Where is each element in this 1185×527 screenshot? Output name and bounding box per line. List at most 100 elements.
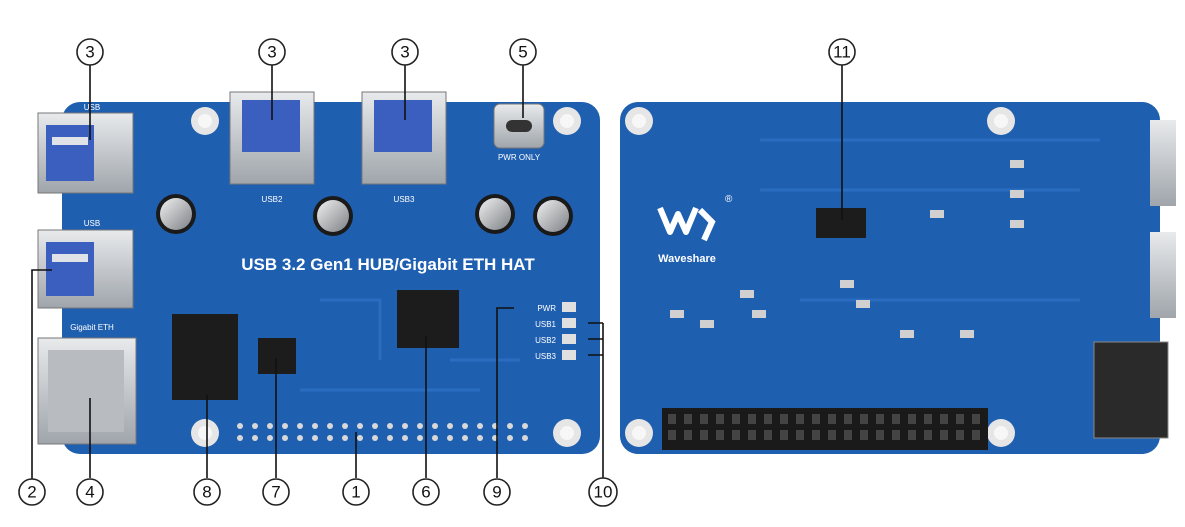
front-board: USB 3.2 Gen1 HUB/Gigabit ETH HAT USB USB… bbox=[37, 91, 600, 454]
gpio-pin bbox=[812, 414, 820, 424]
gpio-hole bbox=[252, 423, 258, 429]
gpio-pin bbox=[956, 430, 964, 440]
svg-text:3: 3 bbox=[400, 43, 409, 62]
capacitor bbox=[533, 196, 573, 236]
gpio-pins bbox=[668, 414, 980, 440]
brand-name: Waveshare bbox=[658, 253, 716, 265]
gpio-pin bbox=[844, 430, 852, 440]
back-pcb bbox=[620, 102, 1160, 454]
gpio-pin bbox=[940, 414, 948, 424]
gpio-hole bbox=[342, 435, 348, 441]
svg-text:6: 6 bbox=[421, 483, 430, 502]
gpio-hole bbox=[417, 435, 423, 441]
gpio-hole bbox=[282, 435, 288, 441]
gpio-hole bbox=[267, 423, 273, 429]
silk-led-pwr: PWR bbox=[537, 304, 556, 313]
silk-led-usb2: USB2 bbox=[535, 336, 556, 345]
capacitor bbox=[156, 194, 196, 234]
gpio-pin bbox=[860, 430, 868, 440]
smd-part bbox=[900, 330, 914, 338]
board-title: USB 3.2 Gen1 HUB/Gigabit ETH HAT bbox=[241, 255, 535, 274]
gpio-pin bbox=[700, 430, 708, 440]
usb-port-left-top bbox=[37, 112, 134, 194]
callout-2: 2 bbox=[18, 478, 46, 506]
gpio-hole bbox=[327, 435, 333, 441]
mounting-hole bbox=[987, 107, 1015, 135]
gpio-hole bbox=[432, 423, 438, 429]
silk-pwr-only: PWR ONLY bbox=[498, 153, 541, 162]
gpio-hole bbox=[297, 423, 303, 429]
gpio-pin bbox=[828, 430, 836, 440]
gpio-pin bbox=[876, 414, 884, 424]
smd-part bbox=[740, 290, 754, 298]
gpio-hole bbox=[477, 423, 483, 429]
gpio-pin bbox=[748, 414, 756, 424]
led-pwr bbox=[562, 302, 576, 312]
gpio-pin bbox=[796, 414, 804, 424]
gpio-pin bbox=[764, 430, 772, 440]
gpio-hole bbox=[522, 435, 528, 441]
smd-part bbox=[1010, 220, 1024, 228]
callout-7: 7 bbox=[262, 478, 290, 506]
callout-3-left: 3 bbox=[76, 38, 104, 66]
gpio-header-holes bbox=[237, 423, 528, 441]
usb-c-power-port bbox=[493, 103, 545, 149]
gpio-pin bbox=[716, 430, 724, 440]
svg-text:11: 11 bbox=[833, 43, 851, 62]
callout-3-usb2: 3 bbox=[258, 38, 286, 66]
gpio-pin bbox=[828, 414, 836, 424]
gpio-pin bbox=[668, 430, 676, 440]
led-usb2 bbox=[562, 334, 576, 344]
back-chip bbox=[816, 208, 866, 238]
mounting-hole bbox=[191, 419, 219, 447]
usb-port-usb3 bbox=[361, 91, 447, 185]
usb-port-side bbox=[1150, 232, 1176, 318]
smd-part bbox=[840, 280, 854, 288]
gpio-hole bbox=[387, 435, 393, 441]
callout-5: 5 bbox=[509, 38, 537, 66]
usb-hub-chip bbox=[397, 290, 459, 348]
small-chip bbox=[258, 338, 296, 374]
gpio-pin bbox=[812, 430, 820, 440]
gpio-pin bbox=[780, 414, 788, 424]
gpio-pin bbox=[764, 414, 772, 424]
callout-1: 1 bbox=[342, 478, 370, 506]
smd-part bbox=[930, 210, 944, 218]
gpio-pin bbox=[700, 414, 708, 424]
gpio-pin bbox=[940, 430, 948, 440]
gpio-header bbox=[662, 408, 988, 450]
svg-text:7: 7 bbox=[271, 483, 280, 502]
svg-text:8: 8 bbox=[202, 483, 211, 502]
gpio-pin bbox=[732, 414, 740, 424]
gpio-hole bbox=[357, 423, 363, 429]
gpio-hole bbox=[312, 423, 318, 429]
ethernet-port bbox=[37, 337, 137, 445]
gpio-pin bbox=[972, 430, 980, 440]
capacitor bbox=[313, 196, 353, 236]
svg-text:3: 3 bbox=[85, 43, 94, 62]
gpio-pin bbox=[684, 430, 692, 440]
capacitor bbox=[475, 194, 515, 234]
svg-text:2: 2 bbox=[27, 483, 36, 502]
gpio-hole bbox=[447, 435, 453, 441]
gpio-hole bbox=[372, 423, 378, 429]
back-board: ® Waveshare bbox=[620, 102, 1176, 454]
gpio-hole bbox=[462, 435, 468, 441]
usb-port-left bbox=[37, 229, 134, 309]
silk-usb-top: USB bbox=[84, 103, 100, 112]
mounting-hole bbox=[553, 107, 581, 135]
gpio-pin bbox=[780, 430, 788, 440]
gpio-hole bbox=[237, 435, 243, 441]
gpio-hole bbox=[237, 423, 243, 429]
gpio-hole bbox=[282, 423, 288, 429]
smd-part bbox=[1010, 190, 1024, 198]
callout-8: 8 bbox=[193, 478, 221, 506]
gpio-hole bbox=[477, 435, 483, 441]
callout-3-usb3: 3 bbox=[391, 38, 419, 66]
silk-gigabit-eth: Gigabit ETH bbox=[70, 323, 114, 332]
gpio-pin bbox=[972, 414, 980, 424]
mounting-hole bbox=[987, 419, 1015, 447]
gpio-hole bbox=[312, 435, 318, 441]
gpio-pin bbox=[876, 430, 884, 440]
